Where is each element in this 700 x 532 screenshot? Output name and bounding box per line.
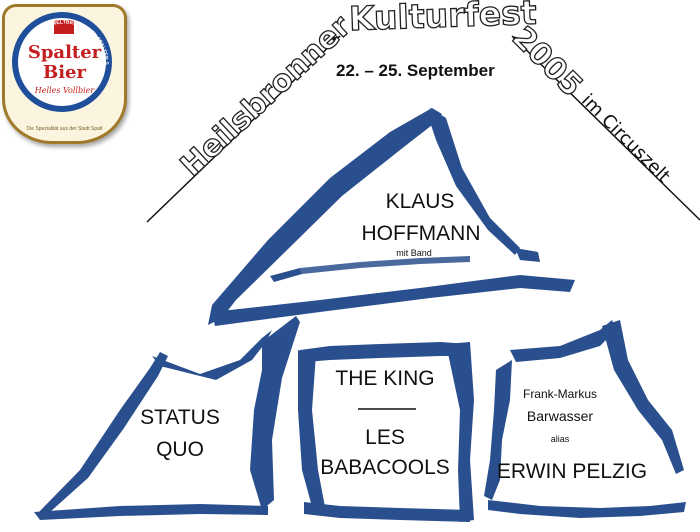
- logo-brand-line2: Bier: [43, 62, 86, 83]
- act-top-line1: KLAUS: [385, 190, 455, 213]
- right-roof-line: [511, 35, 700, 221]
- logo-ring-textpath: GEBRAUT MIT DEM WELTBERÜHMTEN SPALTER SI…: [2, 4, 109, 65]
- act-right-line3: alias: [550, 434, 570, 444]
- left-sail-brush: [34, 316, 300, 520]
- svg-text:GEBRAUT MIT DEM WELTBERÜHMTEN: GEBRAUT MIT DEM WELTBERÜHMTEN SPALTER SI…: [2, 4, 109, 65]
- act-top-line2: HOFFMANN: [361, 222, 481, 245]
- middle-box-brush: [298, 342, 474, 522]
- act-left-line1: STATUS: [140, 406, 220, 429]
- logo-brand-line1: Spalter: [27, 42, 102, 63]
- act-top-sub: mit Band: [396, 248, 432, 258]
- event-dates: 22. – 25. September: [336, 61, 495, 80]
- act-right-line4: ERWIN PELZIG: [496, 460, 648, 483]
- logo-emblem: [54, 20, 74, 34]
- spalter-bier-logo: Spalter Bier Helles Vollbier Die Spezial…: [2, 4, 127, 144]
- act-middle-line1: THE KING: [335, 367, 435, 390]
- left-roof-line: [146, 35, 341, 223]
- act-left-line2: QUO: [156, 438, 204, 461]
- logo-subline: Helles Vollbier: [34, 86, 95, 95]
- act-middle-line2: LES: [365, 426, 405, 449]
- right-box-brush: [484, 320, 686, 518]
- act-middle-line3: BABACOOLS: [320, 456, 450, 479]
- logo-footer: Die Spezialität aus der Stadt Spalt: [26, 126, 103, 132]
- left-roof-arrowhead: [331, 36, 340, 44]
- top-triangle-brush: [208, 108, 575, 326]
- right-roof-arrowhead: [512, 36, 521, 44]
- title-kulturfest: Kulturfest: [348, 0, 538, 39]
- logo-ring-text: GEBRAUT MIT DEM WELTBERÜHMTEN SPALTER SI…: [2, 4, 109, 65]
- act-right-line2: Barwasser: [526, 408, 594, 424]
- act-right-line1: Frank-Markus: [522, 387, 597, 401]
